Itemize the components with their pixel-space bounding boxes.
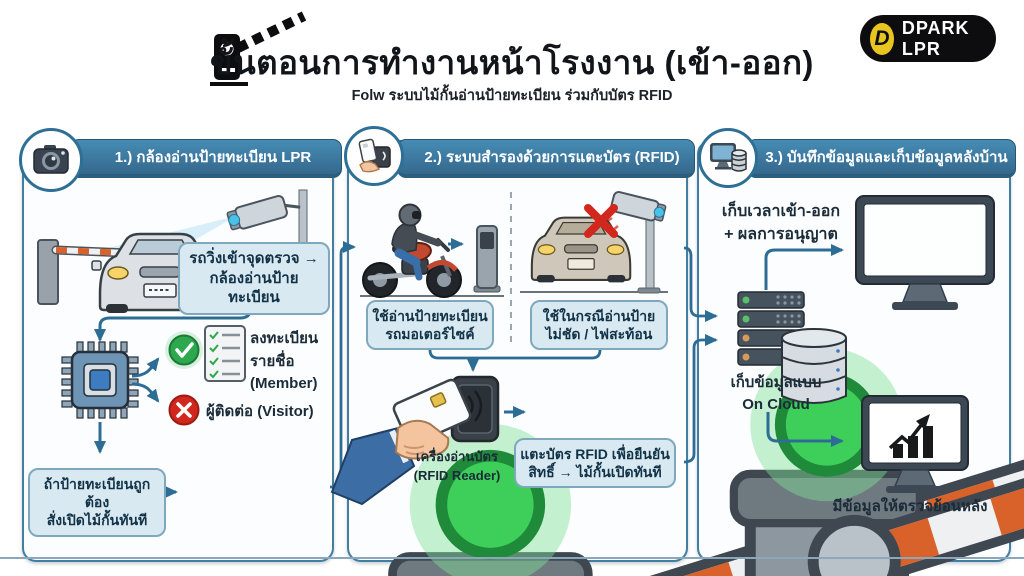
check-circle-icon	[165, 331, 203, 369]
monitor-icon	[855, 195, 995, 310]
card-tap-icon	[358, 138, 391, 173]
branch-arrow-member	[131, 357, 160, 378]
panel2-title: 2.) ระบบสำรองด้วยการแตะบัตร (RFID)	[424, 149, 680, 166]
red-x-icon	[584, 204, 618, 238]
scene-caption-bubble: รถวิ่งเข้าจุดตรวจ → กล้องอ่านป้ายทะเบียน	[178, 242, 330, 315]
panel1-header: 1.) กล้องอ่านป้ายทะเบียน LPR	[70, 139, 342, 178]
car-glare-scene	[520, 191, 668, 294]
panel3-header: 3.) บันทึกข้อมูลและเก็บข้อมูลหลังบ้าน	[747, 139, 1016, 178]
moto-caption-bubble: ใช้อ่านป้ายทะเบียน รถมอเตอร์ไซค์	[366, 300, 494, 351]
log-label: เก็บเวลาเข้า-ออก + ผลการอนุญาต	[721, 203, 841, 244]
cctv-camera-icon	[226, 194, 301, 231]
connector-panel2-bottom-to-panel3	[683, 334, 718, 464]
camera-icon	[33, 145, 69, 174]
bottom-divider	[0, 557, 1024, 559]
panel2-header: 2.) ระบบสำรองด้วยการแตะบัตร (RFID)	[397, 139, 695, 178]
checklist-icon	[204, 325, 246, 382]
gate-caption-bubble: ถ้าป้ายทะเบียนถูกต้อง สั่งเปิดไม้กั้นทัน…	[28, 468, 166, 537]
member-label: ลงทะเบียน รายชื่อ (Member)	[250, 330, 319, 392]
merge-connector	[428, 342, 602, 360]
page-subtitle: Folw ระบบไม้กั้นอ่านป้ายทะเบียน ร่วมกับบ…	[351, 88, 673, 104]
visitor-label: ผู้ติดต่อ (Visitor)	[206, 403, 314, 420]
monitor-database-icon	[710, 143, 747, 172]
reader-label: เครื่องอ่านบัตร (RFID Reader)	[413, 449, 501, 483]
panel1-badge	[19, 128, 83, 192]
history-caption: มีข้อมูลให้ตรวจย้อนหลัง	[832, 498, 988, 515]
arrow-server-to-monitor	[764, 244, 844, 290]
branch-arrow-visitor	[131, 382, 160, 403]
brand-monogram: D	[870, 22, 894, 55]
database-icon	[781, 328, 847, 404]
panel3-badge	[698, 128, 758, 188]
cctv-camera2-icon	[610, 191, 667, 222]
panel3-title: 3.) บันทึกข้อมูลและเก็บข้อมูลหลังบ้าน	[765, 149, 1008, 166]
panel1-title: 1.) กล้องอ่านป้ายทะเบียน LPR	[114, 149, 312, 166]
panel2-badge	[344, 126, 404, 186]
rfid-tap-icon	[330, 375, 500, 506]
arrow-server-to-report	[766, 412, 844, 447]
cross-circle-icon	[168, 394, 200, 426]
reader-post-icon	[473, 225, 501, 293]
page-title: ขั้นตอนการทำงานหน้าโรงงาน (เข้า-ออก)	[210, 44, 814, 81]
unclear-caption-bubble: ใช้ในกรณีอ่านป้าย ไม่ชัด / ไฟสะท้อน	[530, 300, 668, 351]
brand-logo: D DPARK LPR	[860, 15, 996, 62]
cpu-chip-icon	[61, 341, 139, 419]
bar-chart-icon	[888, 414, 933, 458]
connector-panel2-top-to-panel3	[683, 246, 718, 322]
brand-name: DPARK LPR	[901, 17, 970, 59]
tap-caption-bubble: แตะบัตร RFID เพื่อยืนยัน สิทธิ์ → ไม้กั้…	[514, 438, 676, 489]
car2-icon	[530, 216, 632, 283]
motorcycle-rider-icon	[360, 203, 504, 298]
barrier-gate-icon	[210, 11, 307, 86]
report-monitor-icon	[861, 395, 969, 493]
cloud-label: เก็บข้อมูลแบบ On Cloud	[730, 374, 822, 413]
